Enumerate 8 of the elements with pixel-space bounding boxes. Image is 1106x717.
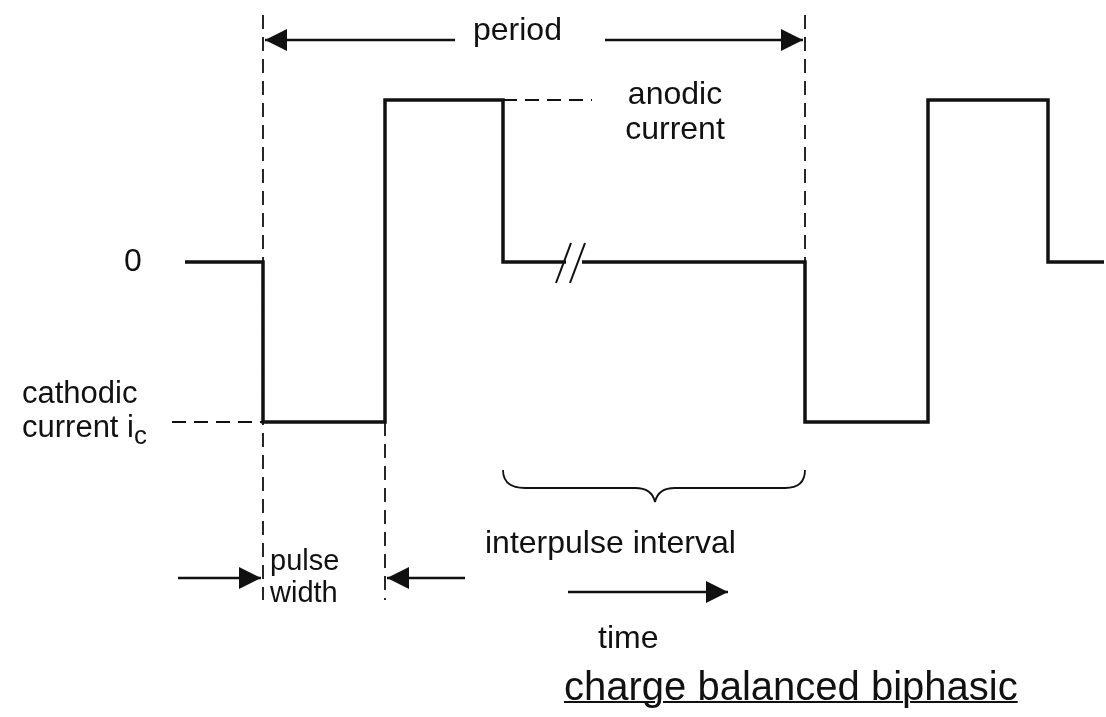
caption: charge balanced biphasic bbox=[564, 664, 1018, 708]
interval-label: interpulse interval bbox=[485, 525, 736, 561]
dimension-label: period bbox=[473, 12, 562, 48]
level-label: anodic current bbox=[624, 76, 726, 147]
axis-value: 0 bbox=[124, 243, 142, 279]
axis-label: time bbox=[598, 620, 659, 656]
level-label: cathodic current i$_{c}$ bbox=[22, 376, 148, 450]
dimension-label: pulse width bbox=[270, 545, 341, 609]
